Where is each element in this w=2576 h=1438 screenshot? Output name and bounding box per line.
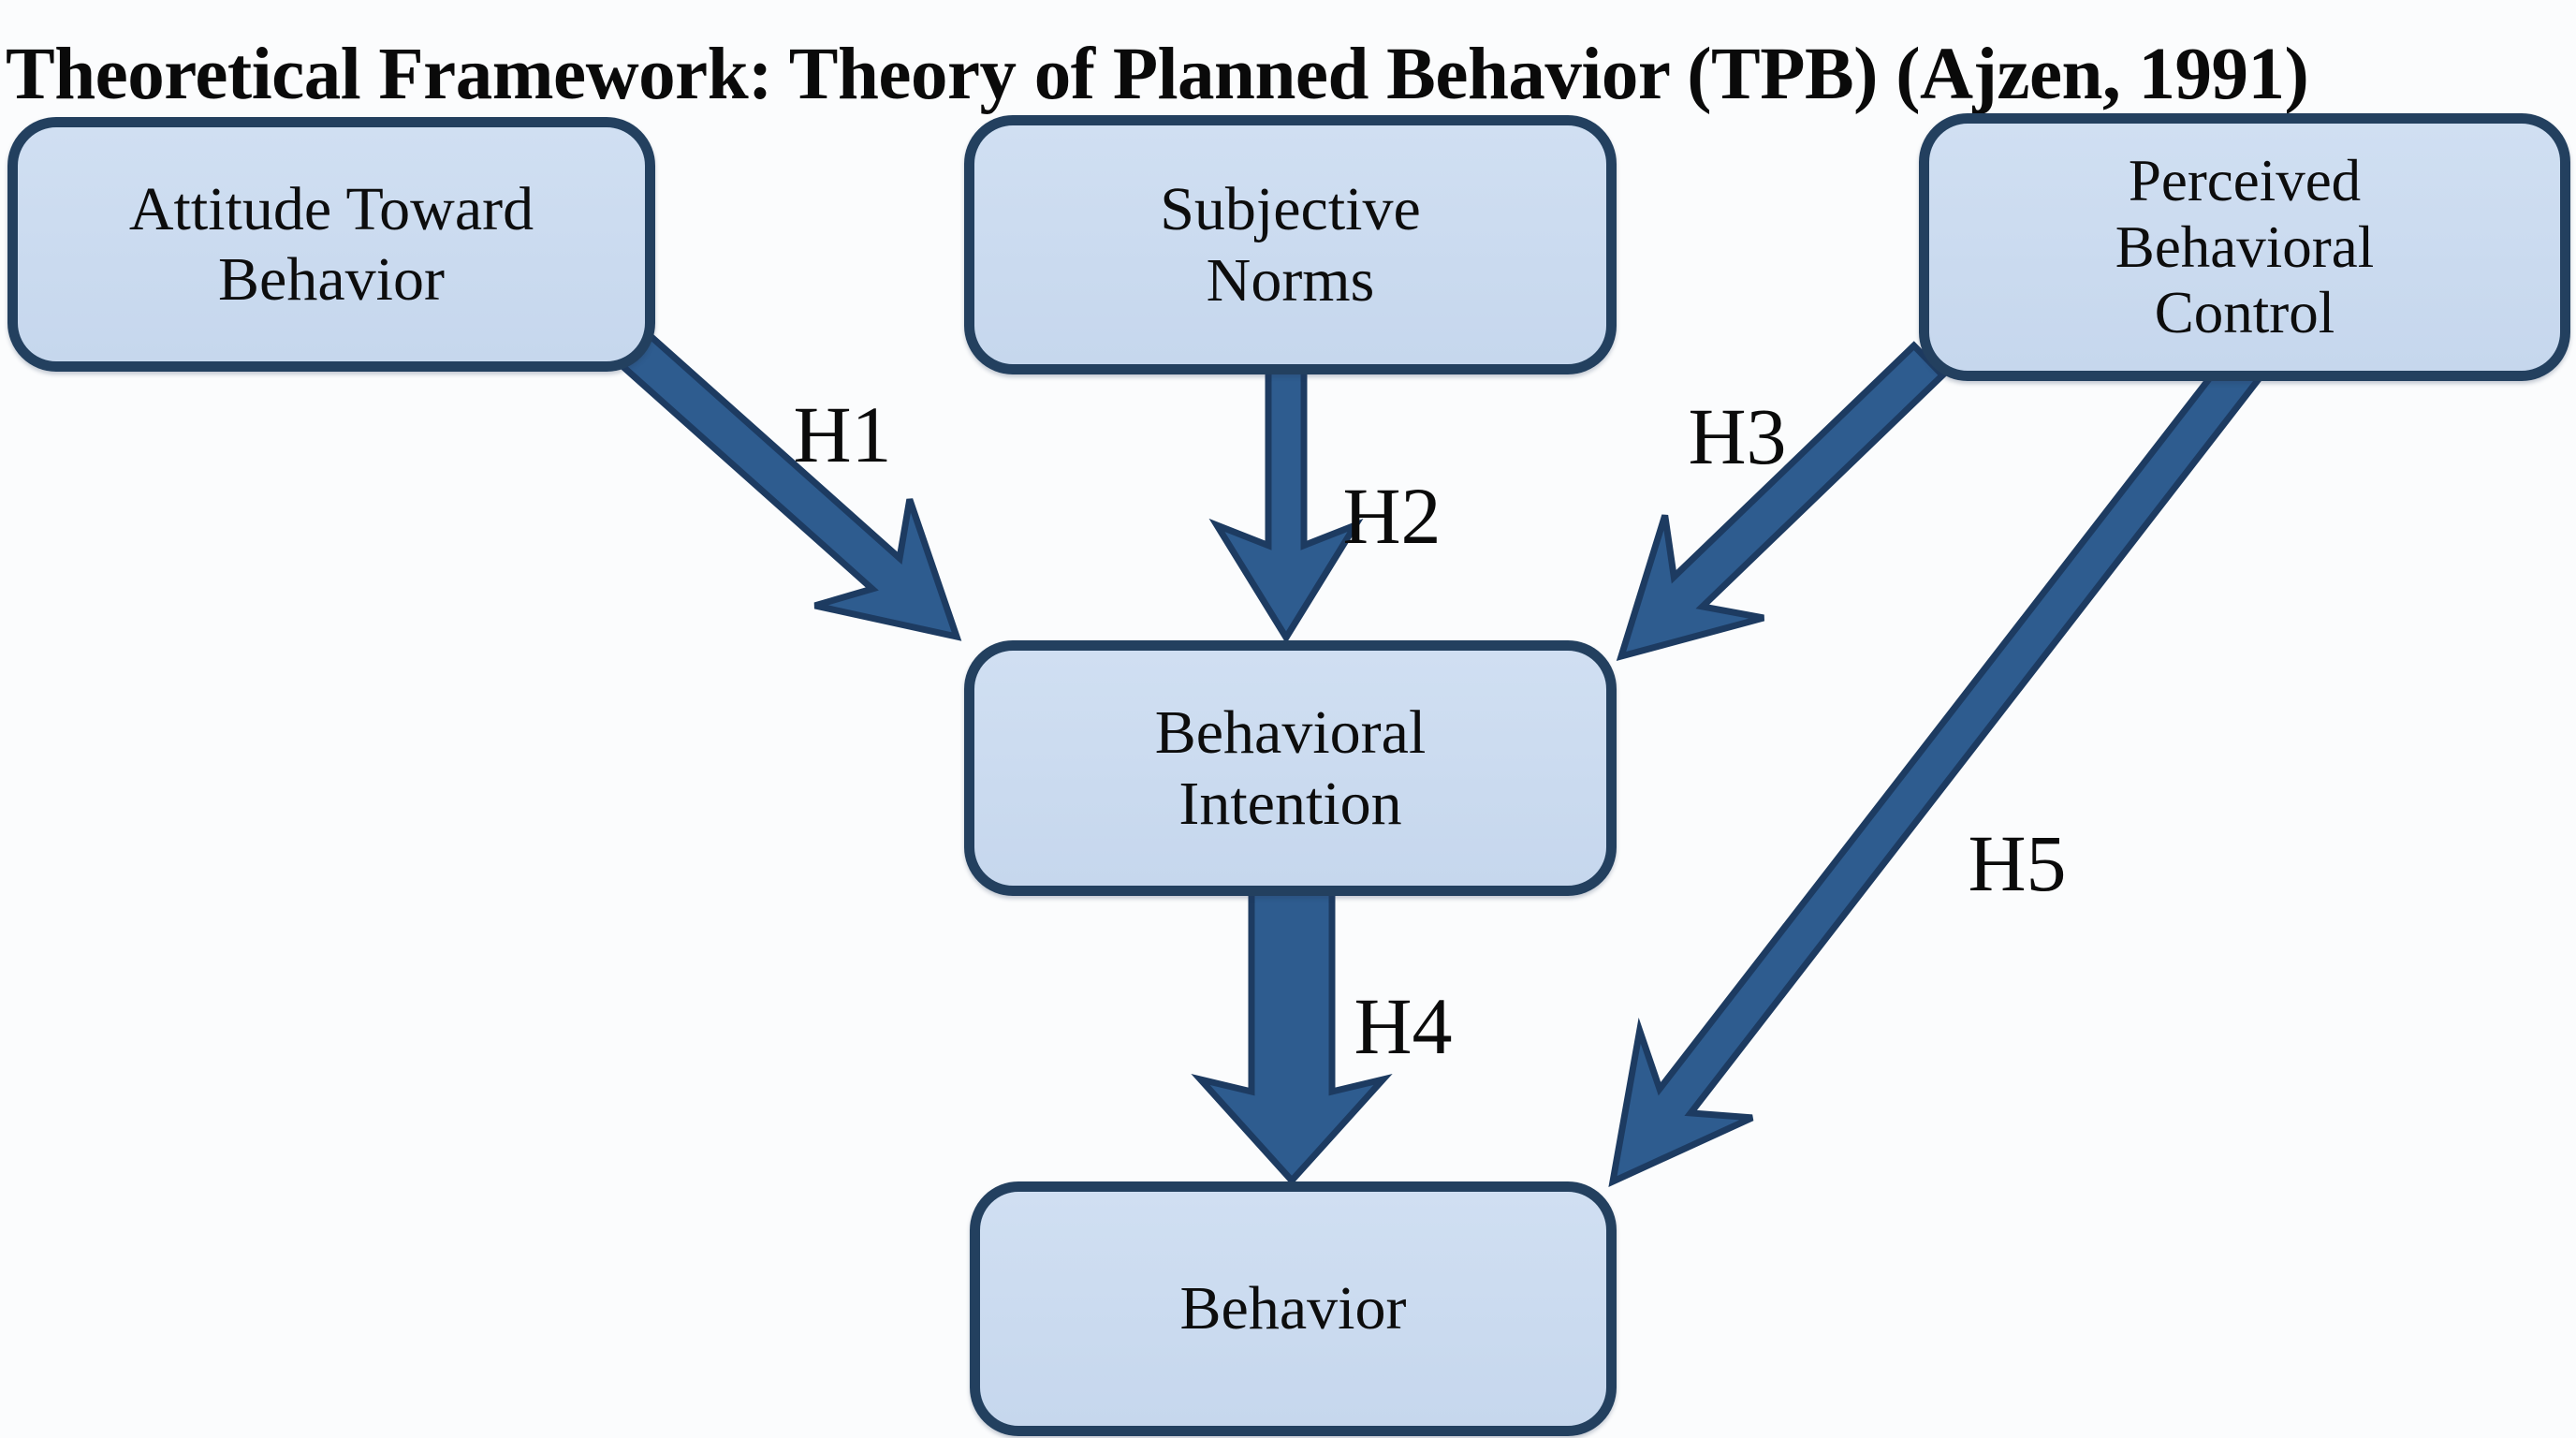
page-title-prefix: Theoretical Framework: — [6, 33, 772, 115]
page-title: Theoretical Framework: Theory of Planned… — [6, 33, 2309, 115]
arrow-h4 — [1191, 876, 1393, 1186]
node-attitude-toward-behavior: Attitude Toward Behavior — [7, 117, 655, 372]
arrow-h1 — [610, 324, 962, 641]
arrow-h3 — [1616, 341, 1948, 662]
page-title-rest: Theory of Planned Behavior (TPB) (Ajzen,… — [771, 33, 2309, 115]
arrow-h2 — [1208, 357, 1364, 644]
arrow-h5 — [1608, 348, 2265, 1187]
edge-label-h1: H1 — [793, 389, 892, 479]
node-behavior: Behavior — [970, 1181, 1617, 1436]
edge-label-h5: H5 — [1968, 818, 2067, 908]
edge-label-h2: H2 — [1342, 471, 1442, 561]
node-behavioral-intention: Behavioral Intention — [964, 640, 1617, 896]
edge-label-h3: H3 — [1688, 391, 1787, 481]
edge-label-h4: H4 — [1354, 981, 1453, 1071]
node-perceived-behavioral-control: Perceived Behavioral Control — [1919, 113, 2570, 381]
node-subjective-norms: Subjective Norms — [964, 115, 1617, 374]
